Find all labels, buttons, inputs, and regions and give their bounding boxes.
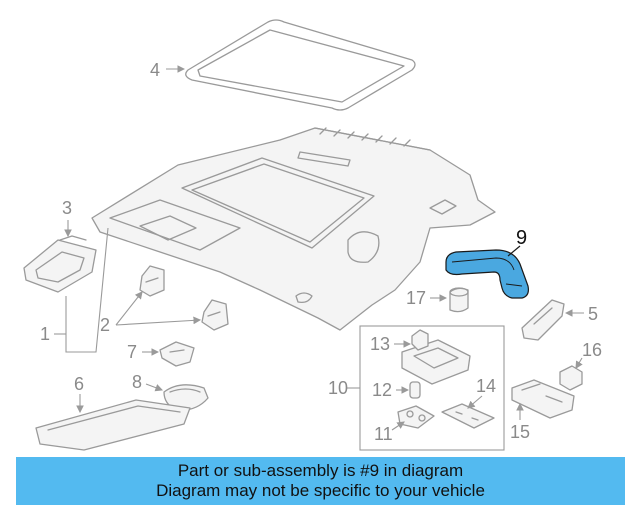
callout-12: 12	[372, 380, 392, 400]
part-3-console[interactable]	[23, 235, 97, 293]
callout-10: 10	[328, 378, 348, 398]
callout-1: 1	[40, 324, 50, 344]
callout-3: 3	[62, 198, 72, 218]
part-6-sunvisor[interactable]	[35, 399, 191, 451]
callout-11: 11	[374, 424, 393, 444]
callout-7: 7	[127, 342, 137, 362]
part-15-lamp[interactable]	[511, 379, 575, 419]
part-7-hook[interactable]	[159, 341, 195, 367]
callout-2: 2	[100, 315, 110, 335]
part-2-clip-upper[interactable]	[139, 265, 165, 297]
part-9-assist-grip[interactable]	[445, 249, 529, 299]
callout-13: 13	[370, 334, 390, 354]
callout-17: 17	[406, 288, 426, 308]
part-8-cover[interactable]	[163, 384, 209, 411]
callout-16: 16	[582, 340, 602, 360]
part-11-lens[interactable]	[397, 405, 435, 429]
part-headliner[interactable]	[91, 127, 496, 331]
callout-6: 6	[74, 374, 84, 394]
callout-15: 15	[510, 422, 530, 442]
part-5-bracket[interactable]	[521, 299, 565, 341]
part-13-switch[interactable]	[411, 329, 429, 351]
banner-line-2: Diagram may not be specific to your vehi…	[156, 481, 485, 500]
parts-diagram: 4 3 1 2 7	[23, 19, 602, 451]
part-17-plug[interactable]	[449, 287, 469, 313]
part-14-lens[interactable]	[441, 403, 495, 429]
part-2-clip-lower[interactable]	[201, 299, 229, 331]
callout-5: 5	[588, 304, 598, 324]
callout-8: 8	[132, 372, 142, 392]
part-4-sunroof-seal[interactable]	[185, 19, 416, 111]
info-banner: Part or sub-assembly is #9 in diagram Di…	[16, 457, 625, 505]
part-10-map-lamp[interactable]	[401, 339, 471, 385]
part-16-bulb[interactable]	[559, 365, 583, 391]
callout-14: 14	[476, 376, 496, 396]
callout-4: 4	[150, 60, 160, 80]
callout-9: 9	[516, 227, 527, 249]
banner-line-1: Part or sub-assembly is #9 in diagram	[177, 461, 464, 480]
part-12-bulb[interactable]	[409, 381, 421, 399]
